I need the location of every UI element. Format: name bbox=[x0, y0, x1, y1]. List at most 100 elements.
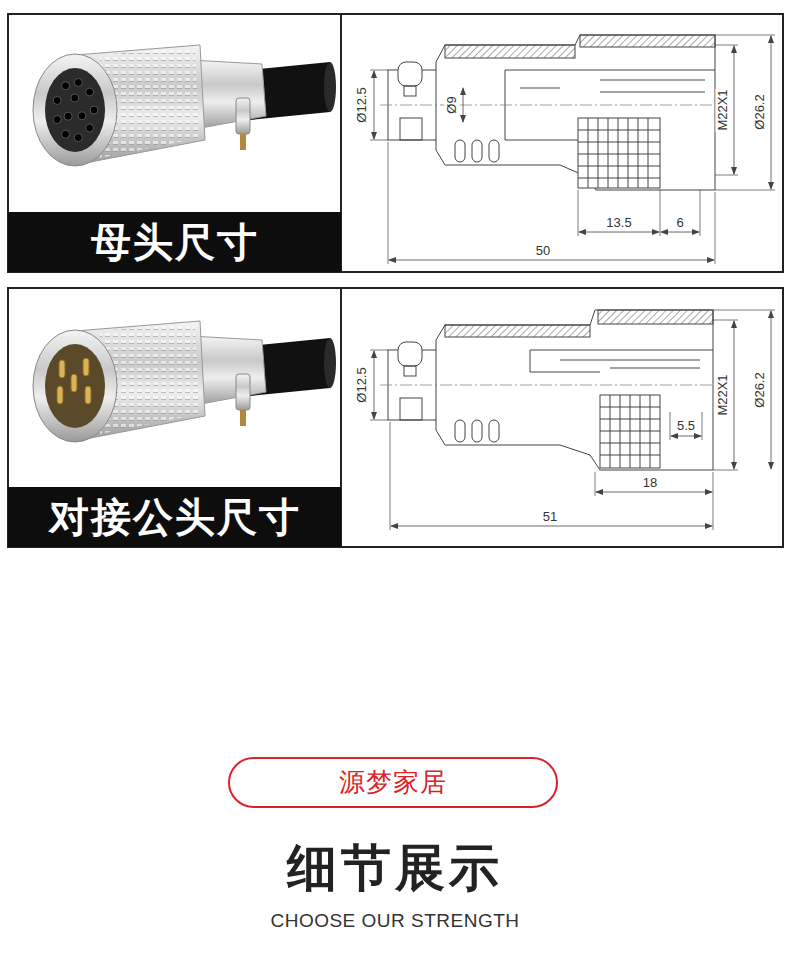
dimension: Ø9 bbox=[445, 95, 458, 114]
dimension: 13.5 bbox=[605, 216, 632, 229]
body-outline bbox=[436, 310, 713, 470]
socket-hole bbox=[74, 134, 82, 142]
socket-hole bbox=[53, 96, 61, 104]
extension-line bbox=[713, 320, 738, 470]
dimension-line bbox=[389, 260, 714, 261]
brand-pill: 源梦家居 bbox=[228, 757, 558, 808]
socket-hole bbox=[62, 82, 70, 90]
dimension: M22X1 bbox=[716, 88, 729, 131]
slot bbox=[472, 420, 482, 442]
clamp-screw bbox=[240, 410, 246, 426]
extension-line bbox=[595, 472, 713, 530]
section-heading: 细节展示 bbox=[287, 843, 503, 893]
contact-pin bbox=[560, 360, 700, 368]
socket-hole bbox=[90, 106, 98, 114]
contact-pin bbox=[59, 360, 65, 378]
extension-line bbox=[578, 190, 700, 236]
female-section-drawing bbox=[370, 35, 775, 264]
dimension-line bbox=[734, 46, 735, 174]
shell-section bbox=[445, 45, 575, 58]
socket-hole bbox=[64, 112, 72, 120]
shell-section bbox=[598, 310, 713, 324]
section-subtitle: CHOOSE OUR STRENGTH bbox=[270, 911, 519, 930]
dimension-line bbox=[374, 71, 375, 139]
extension-line bbox=[370, 350, 388, 420]
female-plug-photo bbox=[33, 45, 336, 166]
slot bbox=[489, 420, 499, 442]
nut bbox=[400, 118, 422, 140]
socket-insert bbox=[45, 68, 105, 152]
screw-shank bbox=[404, 86, 416, 96]
caption-band: 母头尺寸 bbox=[8, 212, 341, 272]
body-outline bbox=[436, 35, 715, 190]
knurl-outline bbox=[600, 395, 660, 468]
dimension: 5.5 bbox=[676, 419, 696, 432]
extension-line bbox=[388, 142, 715, 264]
dimension: 51 bbox=[542, 510, 558, 523]
dimension-line bbox=[463, 88, 464, 122]
dimension-line bbox=[661, 232, 699, 233]
slot bbox=[455, 420, 465, 442]
dimension: 50 bbox=[535, 244, 551, 257]
socket-hole bbox=[53, 116, 61, 124]
front-face bbox=[33, 330, 117, 442]
screw-head bbox=[398, 342, 422, 366]
contact-pins bbox=[57, 358, 91, 404]
screw-shank bbox=[404, 366, 416, 376]
socket-hole bbox=[62, 130, 70, 138]
cable-clamp bbox=[236, 98, 250, 134]
socket-hole bbox=[86, 88, 94, 96]
shell-section bbox=[445, 325, 590, 337]
socket-hole bbox=[86, 124, 94, 132]
knurl-grid bbox=[578, 118, 660, 188]
dimension: 6 bbox=[675, 216, 684, 229]
extension-line bbox=[713, 310, 775, 311]
caption-text: 母头尺寸 bbox=[91, 220, 259, 264]
caption-text: 对接公头尺寸 bbox=[49, 495, 301, 539]
dimension: 18 bbox=[642, 476, 658, 489]
extension-line bbox=[715, 35, 775, 190]
dimension: Ø26.2 bbox=[753, 371, 766, 408]
nut bbox=[400, 398, 422, 420]
extension-line bbox=[715, 45, 738, 175]
center-line bbox=[380, 385, 712, 386]
cable-end bbox=[324, 62, 336, 112]
pin-insert bbox=[45, 344, 105, 428]
dimension-line bbox=[771, 311, 772, 469]
dimension: Ø26.2 bbox=[753, 93, 766, 130]
extension-line bbox=[370, 70, 388, 140]
clamp-screw bbox=[240, 134, 246, 150]
dimension-line bbox=[734, 321, 735, 469]
dimension-line bbox=[771, 36, 772, 189]
cable-end bbox=[324, 338, 336, 388]
slot bbox=[455, 140, 465, 162]
male-section-drawing bbox=[370, 310, 775, 530]
extension-line bbox=[390, 422, 391, 530]
slot bbox=[472, 140, 482, 162]
dimension: M22X1 bbox=[716, 373, 729, 416]
socket-hole bbox=[71, 94, 79, 102]
contact-pin bbox=[85, 386, 91, 404]
knurl-grid bbox=[600, 395, 660, 468]
extension-line bbox=[670, 412, 702, 440]
dimension: Ø12.5 bbox=[355, 86, 368, 123]
socket-hole bbox=[78, 112, 86, 120]
center-line bbox=[380, 105, 712, 106]
dimension-line bbox=[579, 232, 659, 233]
dimension-line bbox=[391, 526, 712, 527]
contact-pin bbox=[57, 386, 63, 404]
dimension: Ø12.5 bbox=[355, 366, 368, 403]
dimension-line bbox=[671, 436, 701, 437]
socket-hole bbox=[74, 78, 82, 86]
contact-lines bbox=[520, 80, 705, 92]
panel-frame bbox=[8, 288, 783, 547]
cable-clamp bbox=[236, 374, 250, 410]
socket-holes bbox=[53, 78, 98, 141]
caption-band: 对接公头尺寸 bbox=[8, 487, 341, 547]
brand-text: 源梦家居 bbox=[339, 768, 447, 797]
contact-pin bbox=[83, 358, 89, 376]
shell-section bbox=[580, 35, 715, 47]
dimension-line bbox=[374, 351, 375, 419]
